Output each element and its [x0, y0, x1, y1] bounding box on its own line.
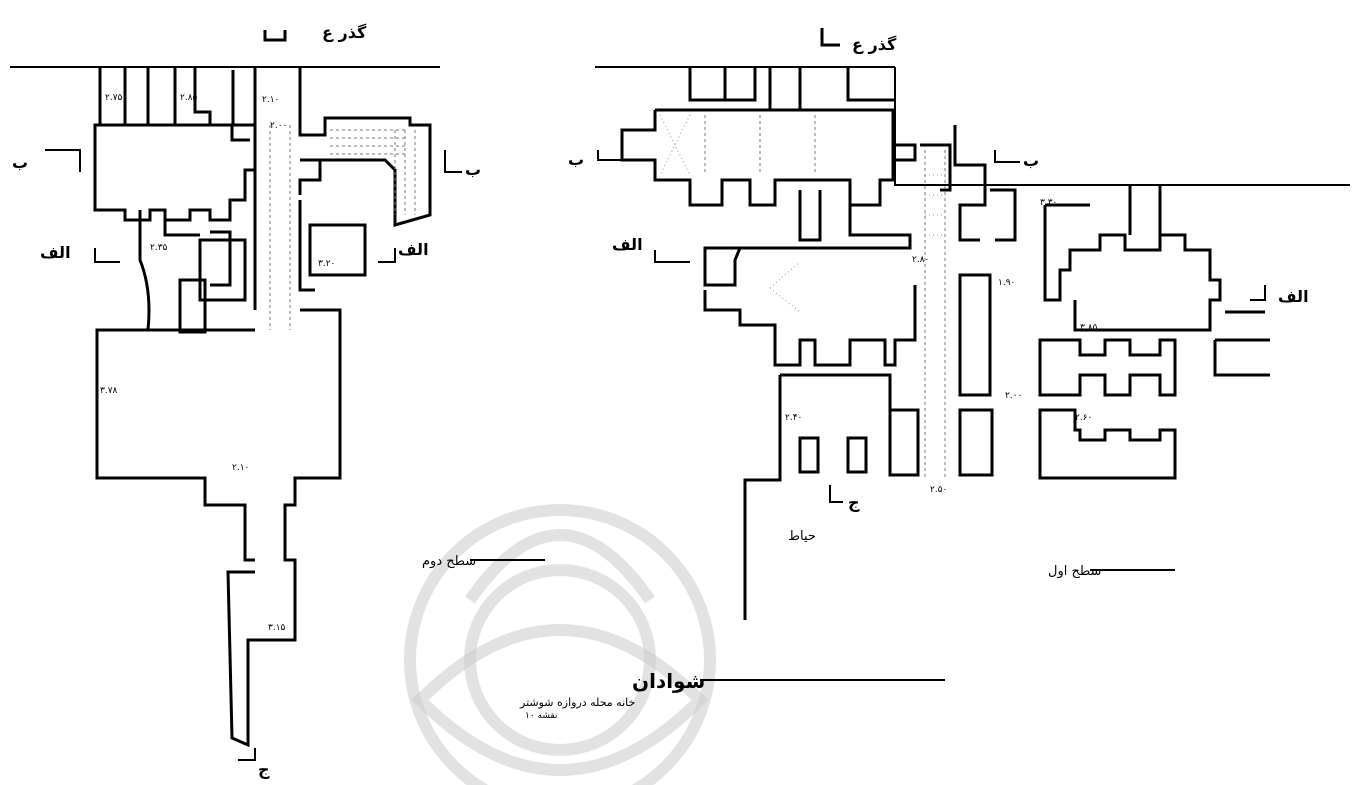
- svg-text:۲.۱۰: ۲.۱۰: [232, 463, 249, 473]
- svg-text:۳.۷۸: ۳.۷۸: [100, 386, 118, 396]
- level-labels: سطح دوم سطح اول حیاط: [422, 529, 1175, 579]
- section-alef-label-left-2: الف: [398, 240, 429, 259]
- section-b-label-right-2: ب: [1023, 151, 1039, 170]
- section-b-label-left-1: ب: [12, 153, 28, 172]
- svg-text:۲.۱۰: ۲.۱۰: [262, 95, 279, 105]
- svg-text:۲.۳۵: ۲.۳۵: [150, 243, 168, 253]
- svg-text:۲.۰۰: ۲.۰۰: [1005, 391, 1022, 401]
- section-alef-label-right-2: الف: [1278, 287, 1309, 306]
- plan-plate: نقشه ۱۰: [525, 711, 557, 721]
- plan-second-floor: ۲.۷۵ ۲.۸۵ ۲.۱۰ ۲.۰۰ ۲.۳۵ ۳.۲۰ ۳.۷۸ ۲.۱۰ …: [10, 30, 462, 761]
- svg-text:۲.۵۰: ۲.۵۰: [930, 485, 947, 495]
- svg-text:۳.۸۵: ۳.۸۵: [1080, 323, 1098, 333]
- svg-text:۲.۴۰: ۲.۴۰: [785, 413, 802, 423]
- svg-text:۲.۸۵: ۲.۸۵: [180, 93, 198, 103]
- svg-text:۲.۰۰: ۲.۰۰: [270, 121, 287, 131]
- section-b-label-left-2: ب: [465, 160, 481, 179]
- svg-text:۲.۶۰: ۲.۶۰: [1075, 413, 1092, 423]
- north-gate-label-left: گذر ع: [322, 23, 367, 42]
- watermark-ornament: [404, 504, 716, 785]
- section-alef-label-right-1: الف: [612, 235, 643, 254]
- gate-marker-left: [263, 30, 287, 42]
- north-gate-label-right: گذر ع: [852, 35, 897, 54]
- svg-text:۲.۸۰: ۲.۸۰: [912, 255, 929, 265]
- section-j-label-right: ج: [848, 493, 860, 512]
- courtyard-label: حیاط: [788, 529, 816, 544]
- section-j-label-left: ج: [258, 760, 270, 779]
- level-first-floor: سطح اول: [1048, 564, 1101, 579]
- section-labels: گذر ع گذر ع ب ب ب ب الف الف الف الف ج ج: [12, 23, 1309, 779]
- svg-text:۳.۲۰: ۳.۲۰: [318, 259, 335, 269]
- svg-text:۳.۱۵: ۳.۱۵: [268, 623, 286, 633]
- section-b-label-right-1: ب: [568, 150, 584, 169]
- plan-title: شوادان: [632, 669, 705, 693]
- svg-text:۳.۳۰: ۳.۳۰: [1040, 198, 1057, 208]
- level-second-floor: سطح دوم: [422, 554, 476, 569]
- title-block: شوادان خانه محله دروازه شوشتر نقشه ۱۰: [519, 669, 945, 721]
- plan-first-floor: ۳.۳۰ ۲.۸۰ ۱.۹۰ ۳.۸۵ ۲.۴۰ ۲.۶۰ ۲.۰۰ ۲.۵۰: [595, 28, 1350, 620]
- gate-marker-right: [820, 28, 840, 47]
- plan-subtitle: خانه محله دروازه شوشتر: [519, 696, 635, 709]
- section-alef-label-left-1: الف: [40, 243, 71, 262]
- svg-text:۱.۹۰: ۱.۹۰: [998, 278, 1015, 288]
- svg-text:۲.۷۵: ۲.۷۵: [105, 93, 123, 103]
